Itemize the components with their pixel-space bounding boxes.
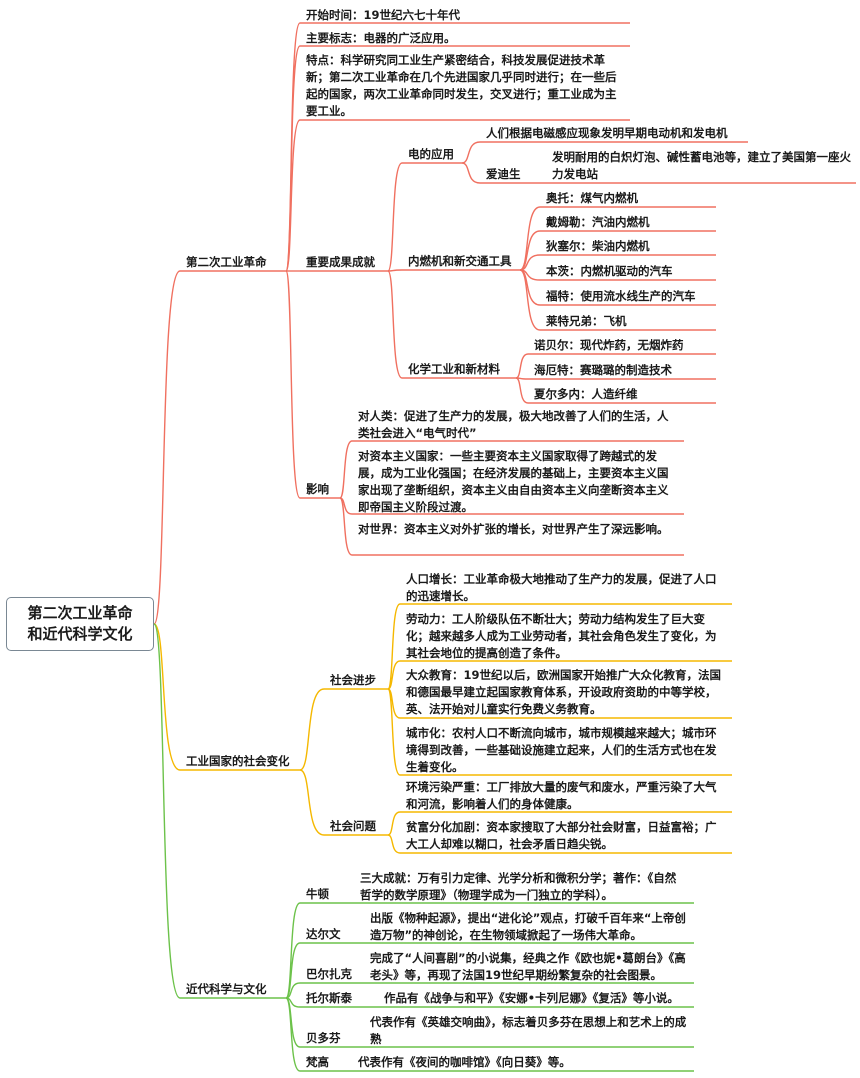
edison-detail[interactable]: 发明耐用的白炽灯泡、碱性蓄电池等，建立了美国第一座火力发电站: [552, 150, 851, 181]
tolstoy-node[interactable]: 托尔斯泰: [306, 991, 352, 1005]
population-node[interactable]: 人口增长：工业革命极大地推动了生产力的发展，促进了人口的迅速增长。: [406, 572, 717, 603]
connector-curve: [299, 769, 325, 836]
connector-curve: [387, 269, 403, 272]
connector-curve: [461, 162, 481, 184]
social-progress-node[interactable]: 社会进步: [330, 673, 376, 687]
connector-curve: [285, 119, 301, 272]
root-topic[interactable]: 第二次工业革命和近代科学文化: [6, 597, 154, 651]
connector-curve: [387, 834, 401, 854]
connector-curve: [519, 230, 541, 271]
branch-1-connectors: [180, 22, 856, 556]
connector-curve: [515, 353, 529, 379]
balzac-node[interactable]: 巴尔扎克: [306, 967, 352, 981]
electromagnetic-node[interactable]: 人们根据电磁感应现象发明早期电动机和发电机: [486, 126, 728, 140]
connector-curve: [285, 997, 301, 1072]
impact-capitalism[interactable]: 对资本主义国家：一些主要资本主义国家取得了跨越式的发展，成为工业化强国；在经济发…: [358, 449, 669, 514]
newton-node[interactable]: 牛顿: [306, 887, 329, 901]
connector-curve: [387, 660, 401, 690]
otto-node[interactable]: 奥托：煤气内燃机: [546, 191, 638, 205]
connector-curve: [387, 162, 403, 272]
beethoven-detail[interactable]: 代表作有《英雄交响曲》，标志着贝多芬在思想上和艺术上的成熟: [370, 1015, 687, 1046]
connector-curve: [153, 623, 181, 771]
connector-curve: [285, 942, 301, 999]
impact-node[interactable]: 影响: [306, 482, 329, 496]
darwin-node[interactable]: 达尔文: [306, 927, 341, 941]
electricity-node[interactable]: 电的应用: [408, 147, 454, 161]
diesel-node[interactable]: 狄塞尔：柴油内燃机: [546, 239, 650, 253]
nobel-node[interactable]: 诺贝尔：现代炸药，无烟炸药: [534, 338, 684, 352]
connector-curve: [519, 206, 541, 271]
achievements-node[interactable]: 重要成果成就: [306, 255, 375, 269]
connector-curve: [285, 270, 301, 499]
hyatt-node[interactable]: 海厄特：赛璐璐的制造技术: [534, 363, 672, 377]
root-connectors: [153, 270, 181, 999]
connector-curve: [461, 141, 481, 164]
connector-curve: [519, 269, 541, 331]
ford-node[interactable]: 福特：使用流水线生产的汽车: [546, 289, 696, 303]
connector-curve: [387, 270, 403, 379]
branch-2-connectors: [180, 603, 732, 854]
chardonnet-node[interactable]: 夏尔多内：人造纤维: [534, 387, 638, 401]
edison-node[interactable]: 爱迪生: [486, 167, 521, 181]
education-node[interactable]: 大众教育：19世纪以后，欧洲国家开始推广大众化教育，法国和德国最早建立起国家教育…: [406, 668, 722, 716]
connector-curve: [387, 688, 401, 776]
darwin-detail[interactable]: 出版《物种起源》，提出“进化论”观点，打破千百年来“上帝创造万物”的神创论，在生…: [370, 911, 686, 942]
daimler-node[interactable]: 戴姆勒：汽油内燃机: [546, 215, 650, 229]
connector-curve: [515, 377, 529, 404]
connector-curve: [299, 688, 325, 771]
root-topic-label: 第二次工业革命和近代科学文化: [27, 604, 133, 643]
branch-industrial-revolution[interactable]: 第二次工业革命: [186, 255, 267, 269]
impact-humanity[interactable]: 对人类：促进了生产力的发展，极大地改善了人们的生活，人类社会进入“电气时代”: [358, 409, 669, 440]
main-mark-node[interactable]: 主要标志：电器的广泛应用。: [306, 31, 456, 45]
features-node[interactable]: 特点：科学研究同工业生产紧密结合，科技发展促进技术革新；第二次工业革命在几个先进…: [306, 53, 617, 118]
branch-science-culture[interactable]: 近代科学与文化: [186, 982, 267, 996]
connector-curve: [339, 497, 353, 556]
combustion-transport-node[interactable]: 内燃机和新交通工具: [408, 254, 512, 268]
van-gogh-node[interactable]: 梵高: [306, 1055, 329, 1069]
connector-curve: [387, 603, 401, 690]
branch-social-change[interactable]: 工业国家的社会变化: [186, 754, 290, 768]
impact-world[interactable]: 对世界：资本主义对外扩张的增长，对世界产生了深远影响。: [358, 522, 669, 536]
connector-curve: [285, 22, 301, 272]
branch-3-connectors: [180, 902, 694, 1072]
newton-detail[interactable]: 三大成就：万有引力定律、光学分析和微积分学；著作：《自然哲学的数学原理》（物理学…: [360, 871, 677, 902]
connector-curve: [153, 623, 181, 999]
start-time-node[interactable]: 开始时间：19世纪六七十年代: [306, 8, 461, 22]
van-gogh-detail[interactable]: 代表作有《夜间的咖啡馆》《向日葵》等。: [358, 1055, 571, 1069]
connector-curve: [519, 269, 541, 306]
connector-curve: [153, 270, 181, 625]
social-problems-node[interactable]: 社会问题: [330, 819, 376, 833]
urbanization-node[interactable]: 城市化：农村人口不断流向城市，城市规模越来越大；城市环境得到改善，一些基础设施建…: [406, 726, 717, 774]
connector-curve: [339, 440, 353, 499]
chemistry-node[interactable]: 化学工业和新材料: [408, 362, 500, 376]
wright-node[interactable]: 莱特兄弟：飞机: [546, 314, 627, 328]
connector-curve: [387, 811, 401, 836]
labor-node[interactable]: 劳动力：工人阶级队伍不断壮大；劳动力结构发生了巨大变化；越来越多人成为工业劳动者…: [406, 612, 717, 660]
benz-node[interactable]: 本茨：内燃机驱动的汽车: [546, 264, 673, 278]
beethoven-node[interactable]: 贝多芬: [306, 1031, 341, 1045]
wealth-gap-node[interactable]: 贫富分化加剧：资本家搜取了大部分社会财富，日益富裕；广大工人却难以糊口，社会矛盾…: [406, 820, 717, 851]
balzac-detail[interactable]: 完成了“人间喜剧”的小说集，经典之作《欧也妮•葛朗台》《高老头》等，再现了法国1…: [370, 951, 686, 982]
tolstoy-detail[interactable]: 作品有《战争与和平》《安娜•卡列尼娜》《复活》等小说。: [384, 991, 679, 1005]
pollution-node[interactable]: 环境污染严重：工厂排放大量的废气和废水，严重污染了大气和河流，影响着人们的身体健…: [406, 780, 717, 811]
